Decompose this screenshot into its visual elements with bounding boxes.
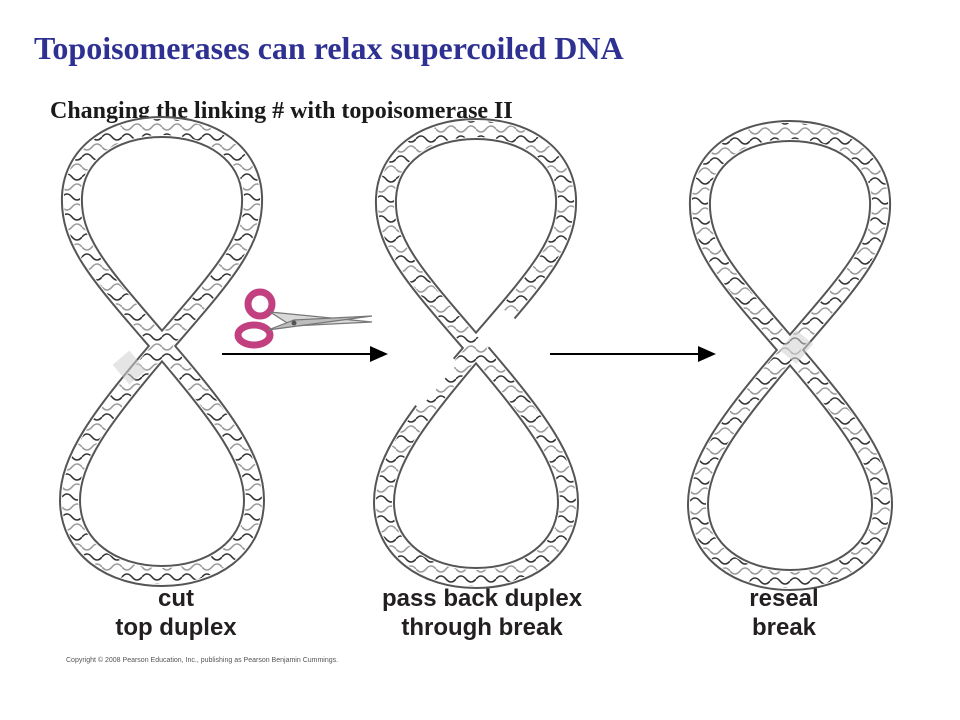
scissors-icon	[234, 288, 373, 349]
step-label-line: top duplex	[115, 614, 237, 641]
slide-subtitle: Changing the linking # with topoisomeras…	[50, 98, 513, 124]
dna-loop-before	[70, 127, 254, 576]
step-label-line: cut	[158, 585, 194, 612]
slide-title: Topoisomerases can relax supercoiled DNA	[34, 30, 624, 66]
step-label-line: reseal	[749, 585, 819, 612]
right-arrow-icon	[222, 346, 388, 362]
dna-loop-passing	[384, 129, 568, 578]
step-label-line: through break	[401, 614, 563, 641]
step-label-line: break	[751, 614, 817, 641]
step-label-cut: cut top duplex	[26, 584, 326, 642]
right-arrow-icon	[550, 346, 716, 362]
step-label-reseal: reseal break	[634, 584, 934, 642]
step-label-line: pass back duplex	[381, 585, 583, 612]
dna-loop-after	[698, 131, 882, 580]
step-label-pass: pass back duplex through break	[332, 584, 632, 642]
copyright-notice: Copyright © 2008 Pearson Education, Inc.…	[66, 657, 339, 664]
